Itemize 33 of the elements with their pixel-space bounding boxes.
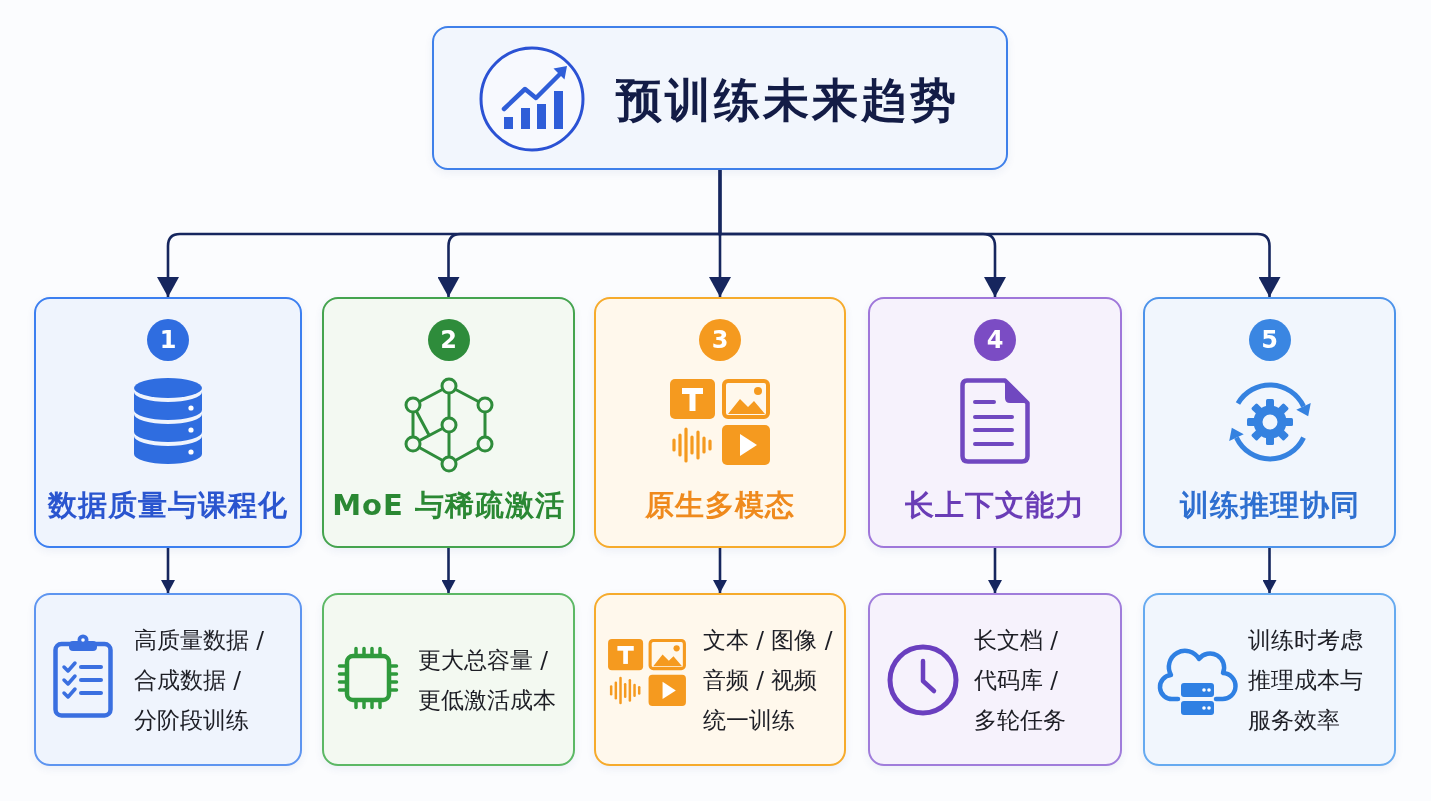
category-card <box>594 297 846 548</box>
card-title: 原生多模态 <box>645 487 795 523</box>
detail-card <box>868 593 1122 766</box>
detail-card <box>594 593 846 766</box>
detail-card <box>34 593 302 766</box>
detail-text: 文本 / 图像 / 音频 / 视频统一训练 <box>703 625 834 735</box>
detail-text: 更大总容量 / 更低激活成本 <box>418 645 557 715</box>
number-badge: 4 <box>974 319 1016 361</box>
detail-card <box>1143 593 1396 766</box>
card-title: 长上下文能力 <box>905 487 1085 523</box>
title-box <box>432 26 1008 170</box>
number-badge: 5 <box>1248 319 1291 361</box>
detail-text: 高质量数据 / 合成数据 / 分阶段训练 <box>134 625 266 735</box>
detail-card <box>322 593 575 766</box>
category-card <box>34 297 302 548</box>
connector-arrow <box>713 548 727 593</box>
connector-arrow <box>718 170 1281 297</box>
detail-text: 长文档 / 代码库 / 多轮任务 <box>974 625 1067 735</box>
connector-arrow <box>161 548 175 593</box>
connector-arrow <box>1262 548 1277 593</box>
card-title: 数据质量与课程化 <box>48 487 288 523</box>
title-text: 预训练未来趋势 <box>616 72 959 129</box>
card-title: MoE 与稀疏激活 <box>332 487 565 523</box>
category-card <box>868 297 1122 548</box>
card-title: 训练推理协同 <box>1179 487 1360 523</box>
connector-arrow <box>988 548 1002 593</box>
category-card <box>322 297 575 548</box>
detail-text: 训练时考虑推理成本与服务效率 <box>1248 625 1364 735</box>
connector-arrow <box>441 548 456 593</box>
number-badge: 1 <box>147 319 189 361</box>
number-badge: 3 <box>699 319 741 361</box>
category-card <box>1143 297 1396 548</box>
number-badge: 2 <box>427 319 470 361</box>
